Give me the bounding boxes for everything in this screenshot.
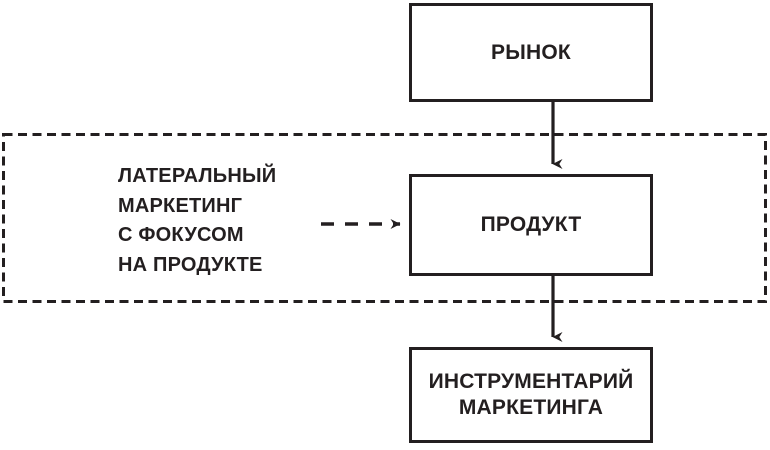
node-product[interactable]: ПРОДУКТ [409, 174, 653, 276]
node-product-label: ПРОДУКТ [480, 213, 582, 236]
dashed-region-outline [2, 133, 767, 303]
side-annotation-line-3: С ФОКУСОМ [118, 224, 244, 246]
node-market[interactable]: РЫНОК [409, 3, 653, 102]
node-marketing-toolkit[interactable]: ИНСТРУМЕНТАРИЙ МАРКЕТИНГА [409, 347, 653, 443]
node-marketing-toolkit-label: ИНСТРУМЕНТАРИЙ МАРКЕТИНГА [428, 370, 634, 419]
side-annotation-line-4: НА ПРОДУКТЕ [118, 253, 263, 276]
side-annotation-line-2: МАРКЕТИНГ [118, 194, 243, 217]
side-annotation-line-1: ЛАТЕРАЛЬНЫЙ [118, 165, 277, 187]
side-annotation-text: ЛАТЕРАЛЬНЫЙ МАРКЕТИНГ С ФОКУСОМ НА ПРОДУ… [118, 162, 348, 280]
node-market-label: РЫНОК [491, 40, 571, 64]
